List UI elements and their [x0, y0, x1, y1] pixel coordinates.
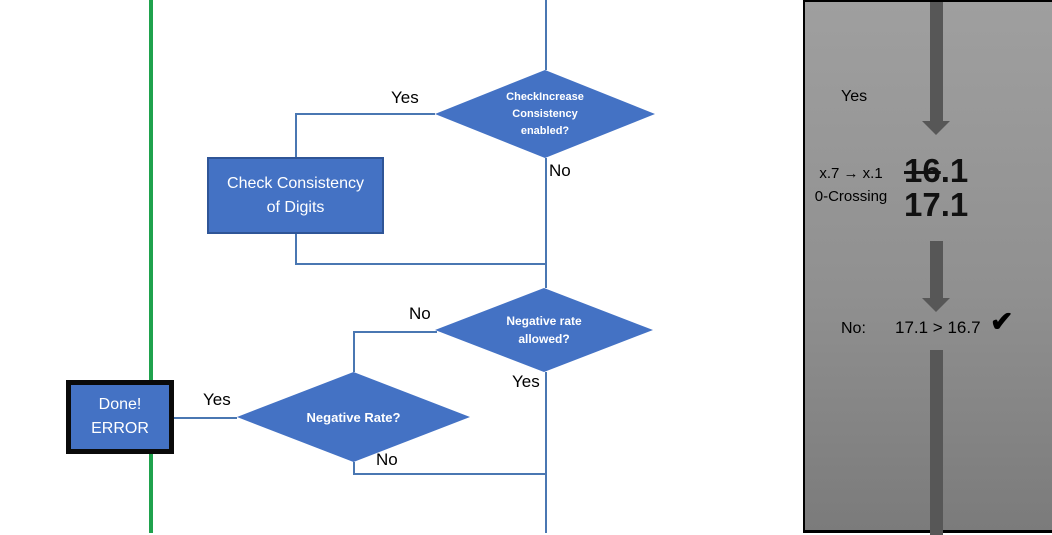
connector-no-bottom-horizontal — [353, 473, 546, 475]
connector-yes-top-vertical — [295, 113, 297, 157]
label-yes-mid: Yes — [512, 372, 540, 391]
connector-no-mid-horizontal — [353, 331, 437, 333]
panel-old-value: 16.1 — [904, 152, 969, 189]
decision-check-increase-consistency: CheckIncrease Consistency enabled? — [435, 70, 655, 158]
done-text-line1: Done! — [98, 396, 142, 413]
down-arrow-1-head-icon — [922, 121, 950, 135]
label-yes-top: Yes — [391, 88, 419, 107]
process-text-line1: Check Consistency — [227, 174, 364, 192]
checkmark-icon: ✔ — [990, 306, 1014, 337]
connector-yes-top-horizontal — [295, 113, 435, 115]
green-vertical-line — [149, 0, 153, 533]
down-arrow-1-shaft — [930, 2, 943, 122]
connector-yes-done — [174, 417, 237, 419]
process-check-consistency-of-digits: Check Consistency of Digits — [207, 157, 384, 234]
down-arrow-2-head-icon — [922, 298, 950, 312]
connector-bottom-vertical — [545, 372, 547, 533]
connector-no-mid-vertical — [353, 331, 355, 372]
panel-yes-label: Yes — [841, 88, 868, 105]
terminator-done-error: Done! ERROR — [66, 380, 174, 454]
panel-annotation-line1: x.7 → x.1 — [819, 165, 883, 182]
panel-annotation-line2: 0-Crossing — [814, 188, 888, 205]
decision-negative-rate-allowed-text: Negative rate allowed? — [506, 314, 582, 346]
connector-process-down — [295, 234, 297, 263]
done-text-line2: ERROR — [91, 420, 149, 437]
label-no-mid: No — [409, 304, 431, 323]
connector-process-join — [295, 263, 545, 265]
decision-negative-rate-text: Negative Rate? — [306, 409, 401, 425]
process-text-line2: of Digits — [266, 198, 325, 216]
label-yes-bottom: Yes — [203, 390, 231, 409]
panel-annotation: x.7 → x.1 0-Crossing — [805, 162, 897, 208]
decision-negative-rate-allowed: Negative rate allowed? — [435, 288, 653, 372]
panel-old-value-struck: 16 — [904, 152, 941, 189]
panel-new-value: 17.1 — [904, 186, 969, 223]
down-arrow-2-shaft — [930, 241, 943, 299]
down-arrow-3-shaft — [930, 350, 943, 535]
label-no-bottom: No — [376, 450, 398, 469]
panel-result-label: No: — [841, 320, 866, 337]
label-no-top: No — [549, 161, 571, 180]
panel-old-value-rest: .1 — [940, 152, 969, 189]
annotation-panel: Yes x.7 → x.1 0-Crossing 16.1 17.1 No: 1… — [803, 0, 1052, 535]
connector-mid-vertical — [545, 158, 547, 288]
connector-no-bottom-vertical — [353, 462, 355, 474]
decision-negative-rate: Negative Rate? — [237, 372, 470, 462]
panel-result-comparison: 17.1 > 16.7 — [895, 318, 981, 337]
connector-top-vertical — [545, 0, 547, 70]
decision-check-increase-text: CheckIncrease Consistency enabled? — [506, 90, 584, 137]
